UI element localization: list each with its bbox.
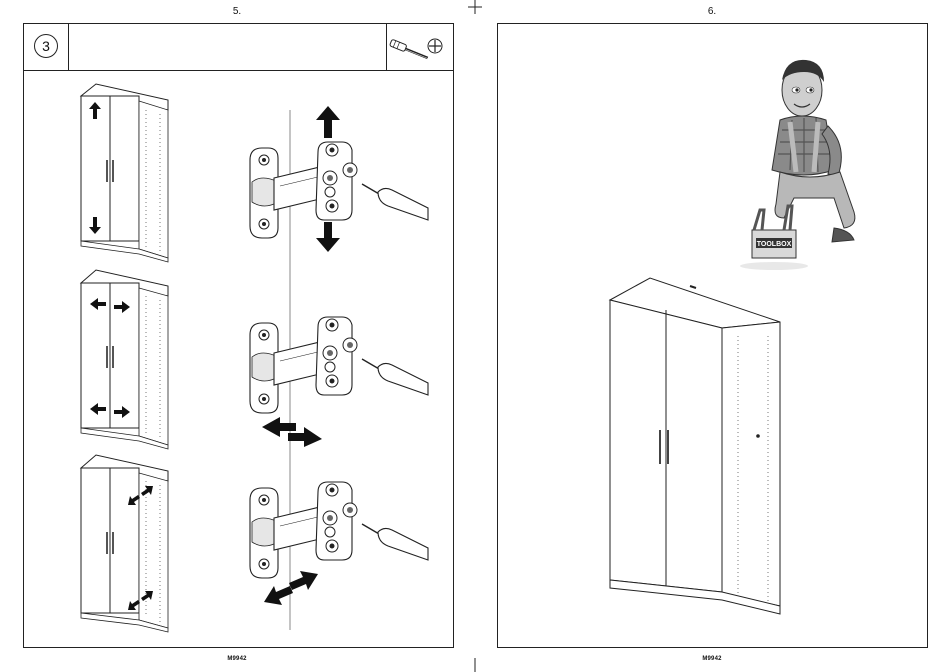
footer-code-left: M9942 bbox=[207, 656, 267, 662]
footer-code-right: M9942 bbox=[682, 656, 742, 662]
